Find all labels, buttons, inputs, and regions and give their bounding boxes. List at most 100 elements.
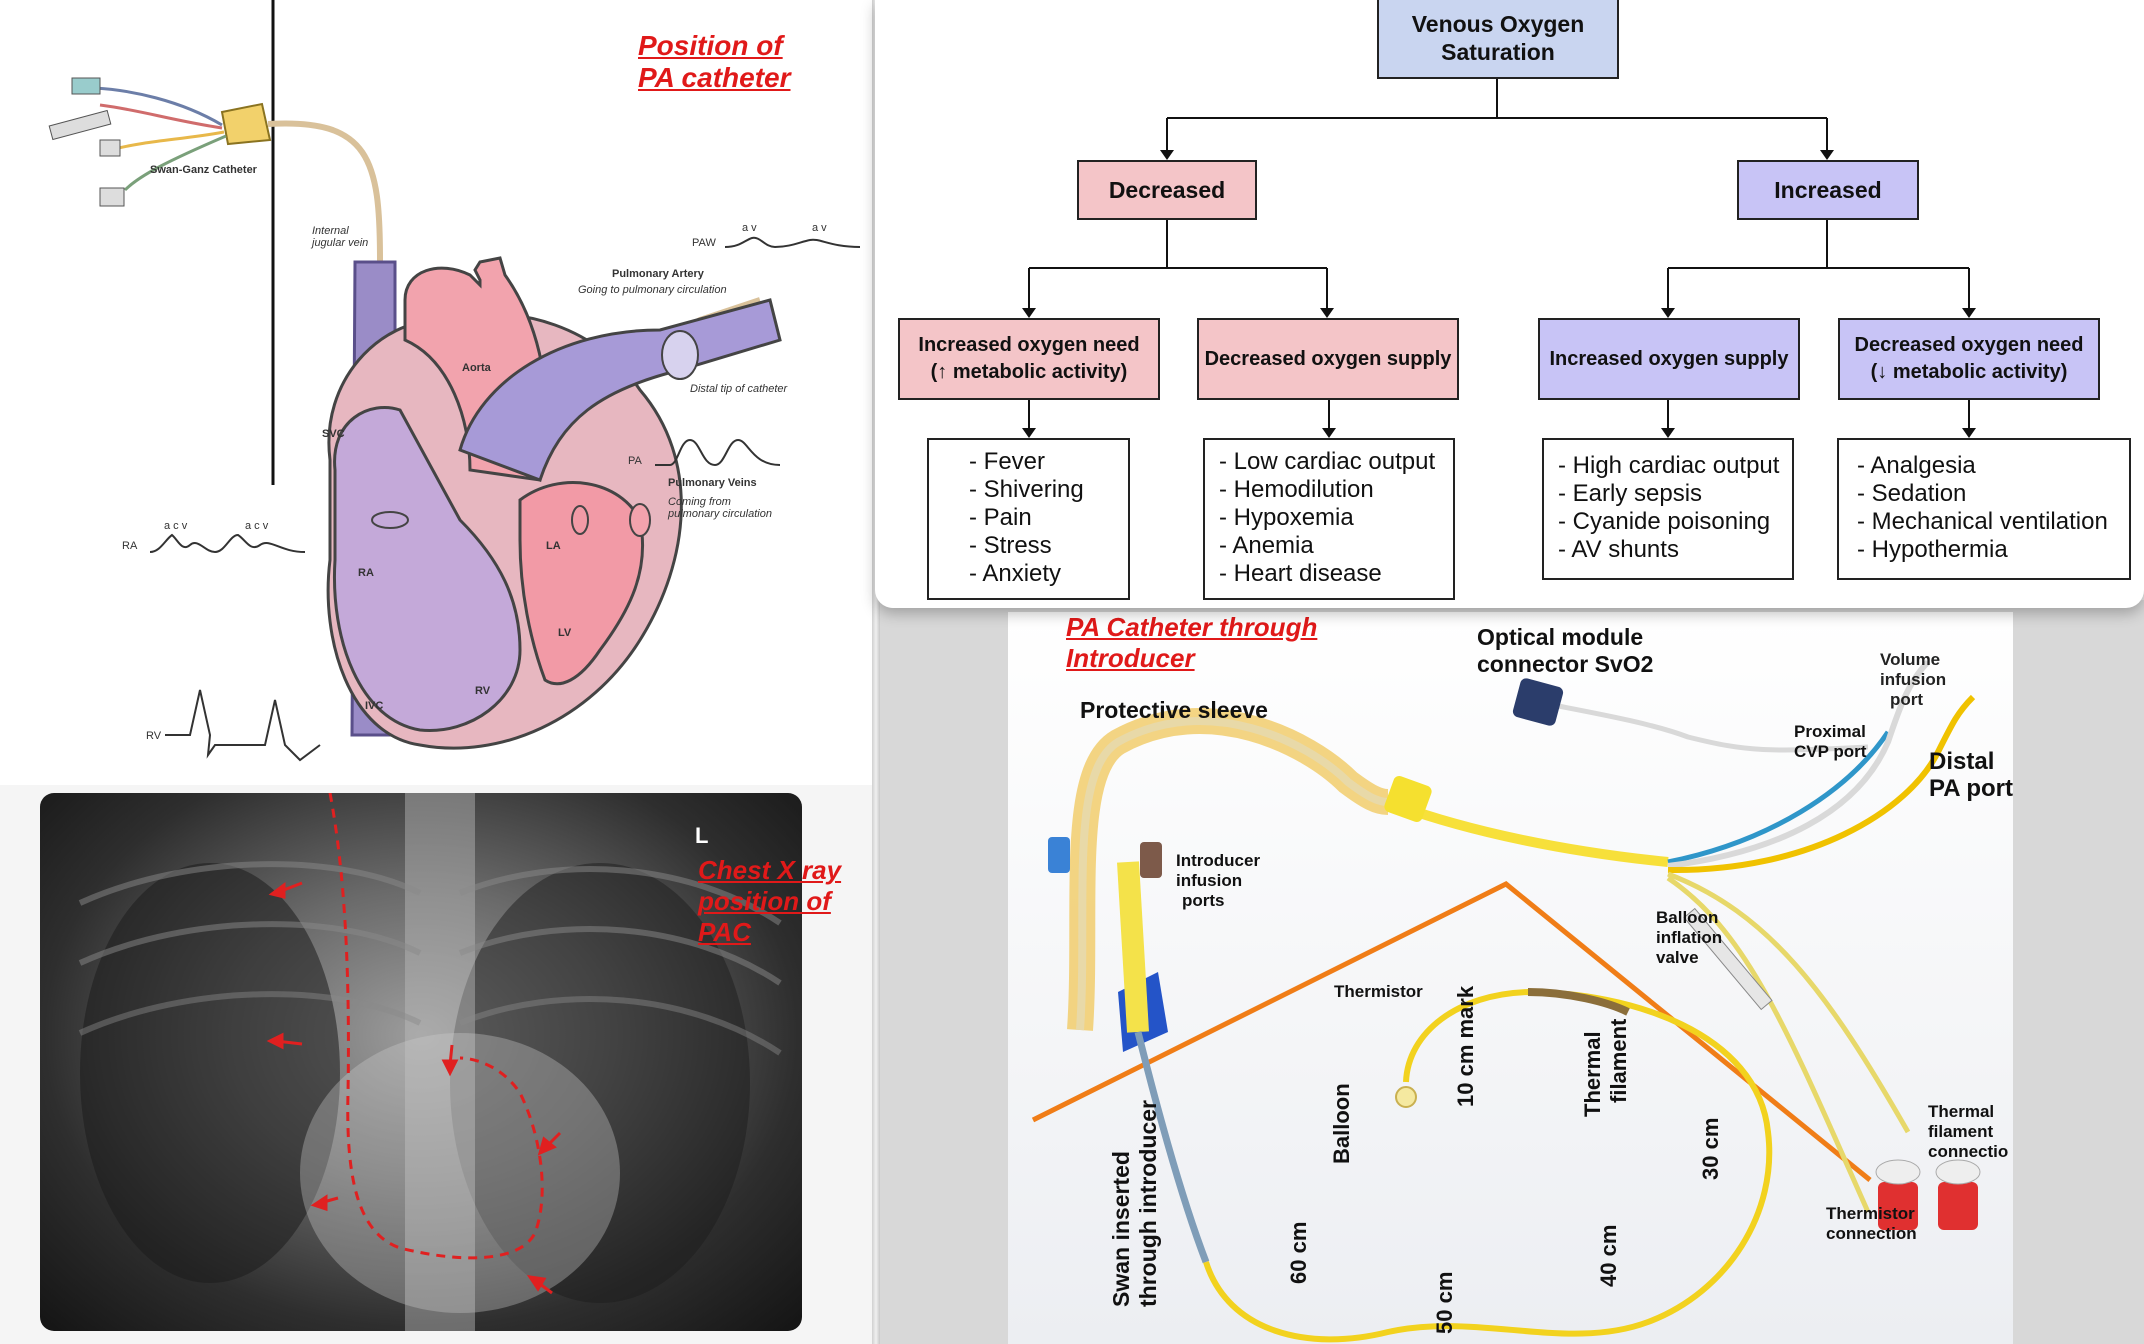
label-swan-2: through introducer [1135, 1100, 1161, 1307]
label-proximal-2: CVP port [1794, 742, 1867, 761]
balloon-tip-icon [661, 330, 699, 380]
syringe-icon [48, 109, 112, 141]
label-proximal-1: Proximal [1794, 722, 1866, 741]
yellow-hub-icon [1384, 775, 1432, 823]
list-item: - High cardiac output [1558, 452, 1780, 479]
label-thermistor-connection: Thermistor connection [1826, 1204, 1917, 1244]
chest-xray-title-2: position of [698, 886, 831, 916]
node-root-line-1: Venous Oxygen [1411, 10, 1585, 37]
list-item: - Hemodilution [1219, 476, 1374, 503]
list-item: - Low cardiac output [1219, 448, 1436, 475]
node-root-line-2: Saturation [1441, 38, 1555, 65]
red-connector-icon-2 [1938, 1182, 1978, 1230]
heart-diagram [48, 0, 861, 762]
list-item: - Cyanide poisoning [1558, 508, 1771, 535]
label-pulmonary-veins-sub: Coming from pulmonary circulation [668, 496, 772, 520]
right-heart-shape [332, 406, 522, 732]
list-decreased-supply-causes: - Low cardiac output - Hemodilution - Hy… [1203, 438, 1455, 600]
label-60cm: 60 cm [1286, 1221, 1311, 1284]
label-volume-infusion: Volume infusion port [1880, 650, 1946, 710]
label-volume-2: infusion [1880, 670, 1947, 689]
label-distal-tip: Distal tip of catheter [690, 383, 788, 395]
label-proximal-cvp: Proximal CVP port [1794, 722, 1866, 762]
label-pulmonary-artery-sub: Going to pulmonary circulation [578, 284, 727, 296]
introducer-port-icon-2 [1140, 842, 1162, 878]
chest-xray-title-3: PAC [698, 917, 751, 947]
label-introducer-1: Introducer [1176, 851, 1261, 870]
label-distal-2: PA port [1929, 775, 2013, 802]
catheter-dashed-path [328, 793, 544, 1260]
list-item: - Hypoxemia [1219, 504, 1354, 531]
label-thermal-2: filament [1606, 1018, 1631, 1103]
connector-icon [99, 187, 125, 207]
label-optical-module: Optical module connector SvO2 [1477, 624, 1653, 678]
label-internal-jugular: Internal jugular vein [312, 225, 368, 249]
catheter-photo: PA Catheter through Introducer Optical m… [1008, 612, 2013, 1344]
node-inc-supply-label: Increased oxygen supply [1549, 347, 1789, 370]
label-distal-pa: Distal PA port [1929, 748, 2013, 802]
list-item: - AV shunts [1558, 536, 1679, 563]
label-pulmonary-veins-sub-1: Coming from [668, 496, 731, 508]
venous-oxygen-flowchart: Venous Oxygen Saturation Decreased Incre… [875, 0, 2144, 608]
label-thermal-filament-connection: Thermal filament connectio [1928, 1102, 2008, 1162]
label-thermal-1: Thermal [1580, 1031, 1605, 1117]
pulmonary-artery-shape [458, 298, 782, 482]
list-increased-supply-causes: - High cardiac output - Early sepsis - C… [1542, 438, 1794, 580]
connector-icon [99, 139, 121, 157]
node-dec-need-line-1: Decreased oxygen need [1854, 334, 2084, 356]
node-inc-need-line-1: Increased oxygen need [918, 334, 1140, 356]
label-swan-ganz: Swan-Ganz Catheter [150, 164, 257, 176]
node-decreased-oxygen-need: Decreased oxygen need (↓ metabolic activ… [1838, 318, 2100, 400]
label-aorta: Aorta [462, 362, 491, 374]
label-balloon-infl-1: Balloon [1656, 908, 1719, 927]
list-item: - Heart disease [1219, 560, 1382, 587]
label-distal-1: Distal [1929, 748, 1995, 775]
list-item: - Fever [969, 448, 1046, 475]
balloon-tip-icon [1395, 1086, 1417, 1108]
list-item: - Anemia [1219, 532, 1314, 559]
label-balloon-inflation: Balloon inflation valve [1656, 908, 1722, 968]
label-volume-3: port [1890, 690, 1924, 709]
label-thermal-filament: Thermal filament [1580, 1019, 1632, 1117]
label-internal-jugular-1: Internal [312, 225, 349, 237]
label-pulmonary-veins: Pulmonary Veins [668, 477, 757, 489]
left-ventricle-shape [518, 481, 645, 686]
label-pa: PA [628, 455, 642, 467]
flowchart-connectors [1022, 78, 1976, 438]
node-dec-supply-label: Decreased oxygen supply [1204, 347, 1452, 370]
title-line-1: Position of [638, 30, 783, 61]
label-paw-av-1: a v [742, 222, 757, 234]
photo-title-2: Introducer [1066, 643, 1195, 673]
label-30cm: 30 cm [1698, 1117, 1723, 1180]
flowchart-arrowheads [1022, 150, 1976, 438]
label-volume-1: Volume [1880, 650, 1941, 669]
node-venous-oxygen-saturation: Venous Oxygen Saturation [1377, 0, 1619, 79]
node-decreased-oxygen-supply: Decreased oxygen supply [1197, 318, 1459, 400]
node-increased-oxygen-need: Increased oxygen need (↑ metabolic activ… [898, 318, 1160, 400]
pa-waveform [655, 438, 781, 467]
list-increased-need-causes: - Fever - Shivering - Pain - Stress - An… [927, 438, 1130, 600]
list-item: - Analgesia [1857, 452, 1976, 479]
label-introducer-2: infusion [1176, 871, 1243, 890]
label-tfc-3: connectio [1928, 1142, 2009, 1161]
label-optical-2: connector SvO2 [1477, 651, 1654, 677]
red-connector-icon [1878, 1182, 1918, 1230]
list-item: - Anxiety [969, 560, 1062, 587]
node-increased-label: Increased [1774, 176, 1882, 203]
label-paw-av-2: a v [812, 222, 827, 234]
heart-diagram-panel: Position of PA catheter Swan-Ganz Cathet… [0, 0, 875, 785]
connector-icon [71, 77, 101, 95]
label-ivc: IVC [365, 700, 384, 712]
label-svc: SVC [322, 428, 345, 440]
label-ra-acv-1: a c v [164, 520, 188, 532]
label-rv-wave: RV [146, 730, 162, 742]
ra-waveform [149, 533, 306, 554]
label-swan-inserted: Swan inserted through introducer [1108, 1100, 1162, 1307]
label-40cm: 40 cm [1596, 1224, 1621, 1287]
xray-l-marker: L [695, 823, 709, 848]
chest-xray-title-1: Chest X ray [698, 855, 842, 885]
label-thc-1: Thermistor [1826, 1204, 1915, 1223]
catheter-hub-icon [220, 102, 272, 146]
xray-panel: L Chest X ray position of PAC [0, 785, 875, 1344]
chest-xray-title: Chest X ray position of PAC [698, 855, 841, 948]
